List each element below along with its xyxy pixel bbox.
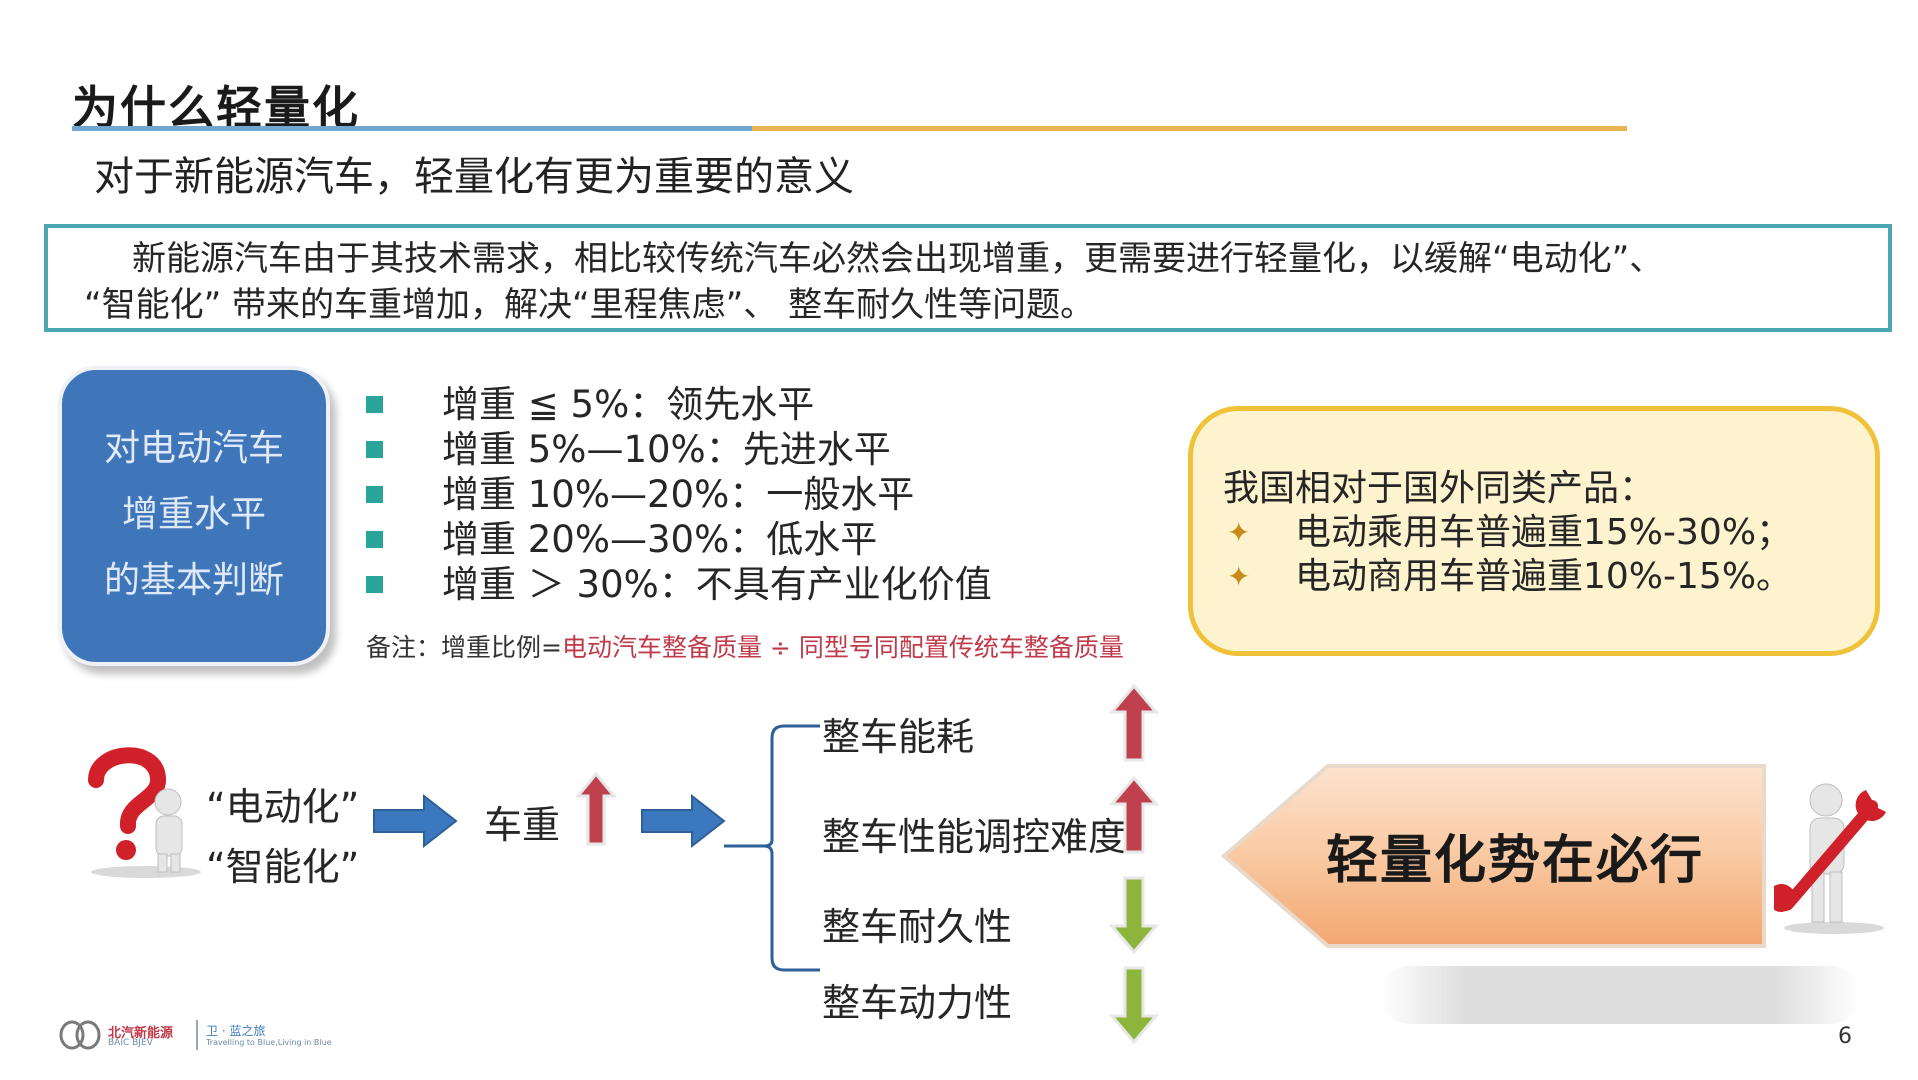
question-mark-person-icon: [88, 747, 201, 878]
right-arrow-icon: [373, 793, 458, 849]
square-bullet-icon: [366, 396, 383, 413]
rule-text: 增重 20%—30%：低水平: [442, 518, 878, 561]
note-divider: ÷: [761, 633, 799, 662]
person-with-wrench-icon: [1774, 783, 1886, 934]
logo-subtext: BAIC BJEV: [108, 1038, 153, 1048]
down-arrow-icon: [1108, 876, 1160, 954]
rule-text: 增重 10%—20%：一般水平: [442, 473, 915, 516]
diamond-bullet-icon: ✦: [1227, 560, 1251, 593]
intro-line-1: 新能源汽车由于其技术需求，相比较传统汽车必然会出现增重，更需要进行轻量化，以缓解…: [132, 239, 1664, 279]
domestic-comparison-box: 我国相对于国外同类产品： ✦ 电动乘用车普遍重15%-30%； ✦ 电动商用车普…: [1188, 406, 1880, 656]
footer-divider: [196, 1020, 198, 1050]
judgement-line-2: 增重水平: [121, 494, 266, 535]
square-bullet-icon: [366, 531, 383, 548]
ratio-note: 备注：增重比例=电动汽车整备质量 ÷ 同型号同配置传统车整备质量: [366, 628, 1124, 664]
square-bullet-icon: [366, 576, 383, 593]
intro-line-2: “智能化” 带来的车重增加，解决“里程焦虑”、 整车耐久性等问题。: [84, 285, 1095, 325]
diamond-bullet-icon: ✦: [1227, 516, 1251, 549]
up-arrow-icon: [1108, 684, 1160, 762]
domestic-item-text: 电动商用车普遍重10%-15%。: [1295, 556, 1793, 597]
rule-text: 增重 ＞ 30%：不具有产业化价值: [442, 563, 992, 606]
blurred-watermark: [1380, 966, 1860, 1024]
judgement-line-3: 的基本判断: [103, 560, 284, 601]
note-prefix: 备注：增重比例=: [366, 633, 562, 662]
square-bullet-icon: [366, 441, 383, 458]
intro-box: 新能源汽车由于其技术需求，相比较传统汽车必然会出现增重，更需要进行轻量化，以缓解…: [44, 224, 1892, 332]
rule-text: 增重 ≦ 5%：领先水平: [442, 383, 815, 426]
slogan-text: 卫 · 蓝之旅: [206, 1024, 266, 1038]
conclusion-text: 轻量化势在必行: [1325, 831, 1704, 891]
judgement-line-1: 对电动汽车: [103, 428, 284, 469]
title-underline-blue: [72, 126, 752, 131]
domestic-item-text: 电动乘用车普遍重15%-30%；: [1295, 512, 1793, 553]
impact-control-difficulty: 整车性能调控难度: [822, 815, 1127, 859]
down-arrow-icon: [1108, 966, 1160, 1044]
domestic-item: ✦ 电动商用车普遍重10%-15%。: [1223, 555, 1875, 599]
note-numerator: 电动汽车整备质量: [561, 633, 762, 662]
baic-logo-icon: [59, 1020, 101, 1050]
up-arrow-icon: [1108, 776, 1160, 854]
slide-subtitle: 对于新能源汽车，轻量化有更为重要的意义: [94, 154, 854, 200]
note-denominator: 同型号同配置传统车整备质量: [798, 633, 1124, 662]
domestic-item: ✦ 电动乘用车普遍重15%-30%；: [1223, 511, 1875, 555]
slogan-subtext: Travelling to Blue,Living in Blue: [206, 1038, 332, 1047]
rule-text: 增重 5%—10%：先进水平: [442, 428, 891, 471]
conclusion-pentagon: [1220, 764, 1766, 948]
square-bullet-icon: [366, 486, 383, 503]
logo-text: 北汽新能源: [108, 1026, 174, 1041]
impact-durability: 整车耐久性: [822, 905, 1013, 949]
judgement-card: 对电动汽车 增重水平 的基本判断: [58, 366, 330, 666]
up-arrow-icon: [574, 772, 618, 846]
impact-bracket: [724, 724, 820, 972]
car-weight-label: 车重: [484, 803, 561, 847]
driver-intelligence: “智能化”: [206, 845, 360, 889]
driver-electrification: “电动化”: [206, 785, 360, 829]
right-arrow-icon: [641, 793, 726, 849]
domestic-heading: 我国相对于国外同类产品：: [1223, 468, 1656, 509]
impact-energy: 整车能耗: [822, 715, 975, 759]
title-underline-gold: [752, 126, 1627, 131]
page-number: 6: [1838, 1024, 1852, 1049]
impact-power: 整车动力性: [822, 981, 1013, 1025]
